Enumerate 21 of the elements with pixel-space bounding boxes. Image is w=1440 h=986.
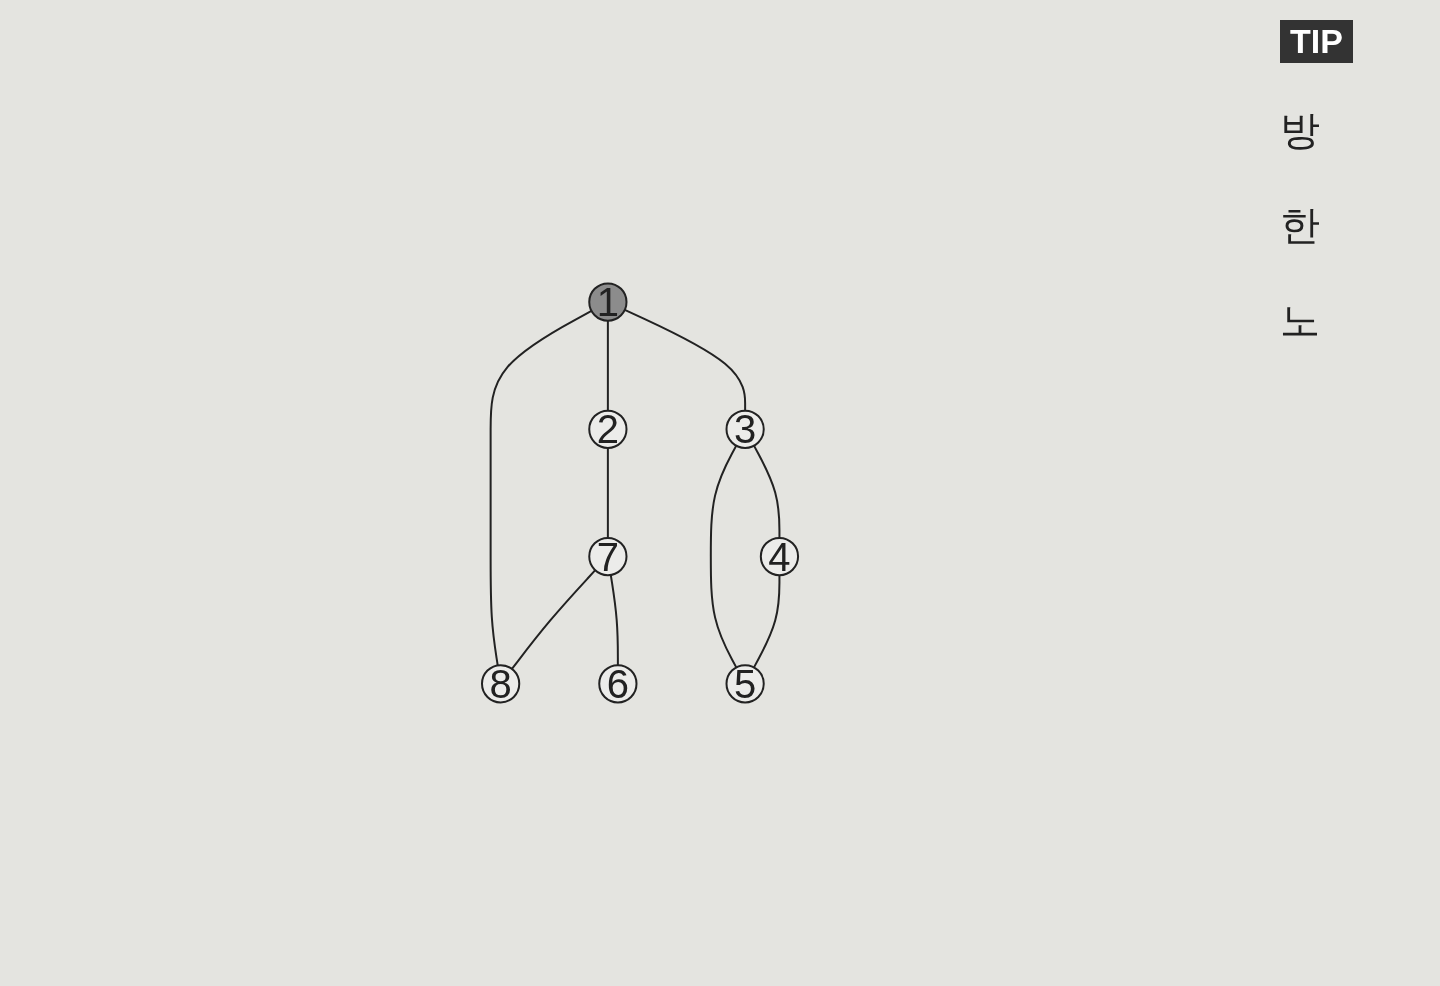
node-circle: 8 [480,664,521,704]
node-circle: 5 [725,664,765,704]
tip-badge: TIP [1280,20,1353,63]
node-circle: 1 [588,282,628,322]
text-fragment: 노 [1280,297,1320,344]
connector [606,319,609,412]
node-circle: 6 [598,664,638,704]
node-circle: 4 [759,537,800,577]
node-circle: 7 [588,537,628,577]
text-fragment: 방 [1280,107,1320,154]
connector [752,574,781,669]
connector [709,444,738,669]
connector [606,447,609,539]
node-circle: 2 [588,409,628,449]
connector [623,308,747,412]
text-fragment: 한 [1280,202,1320,249]
connector [609,574,619,667]
connector [752,444,781,539]
node-circle: 3 [725,409,765,449]
connector [489,310,593,667]
connector [510,569,597,671]
